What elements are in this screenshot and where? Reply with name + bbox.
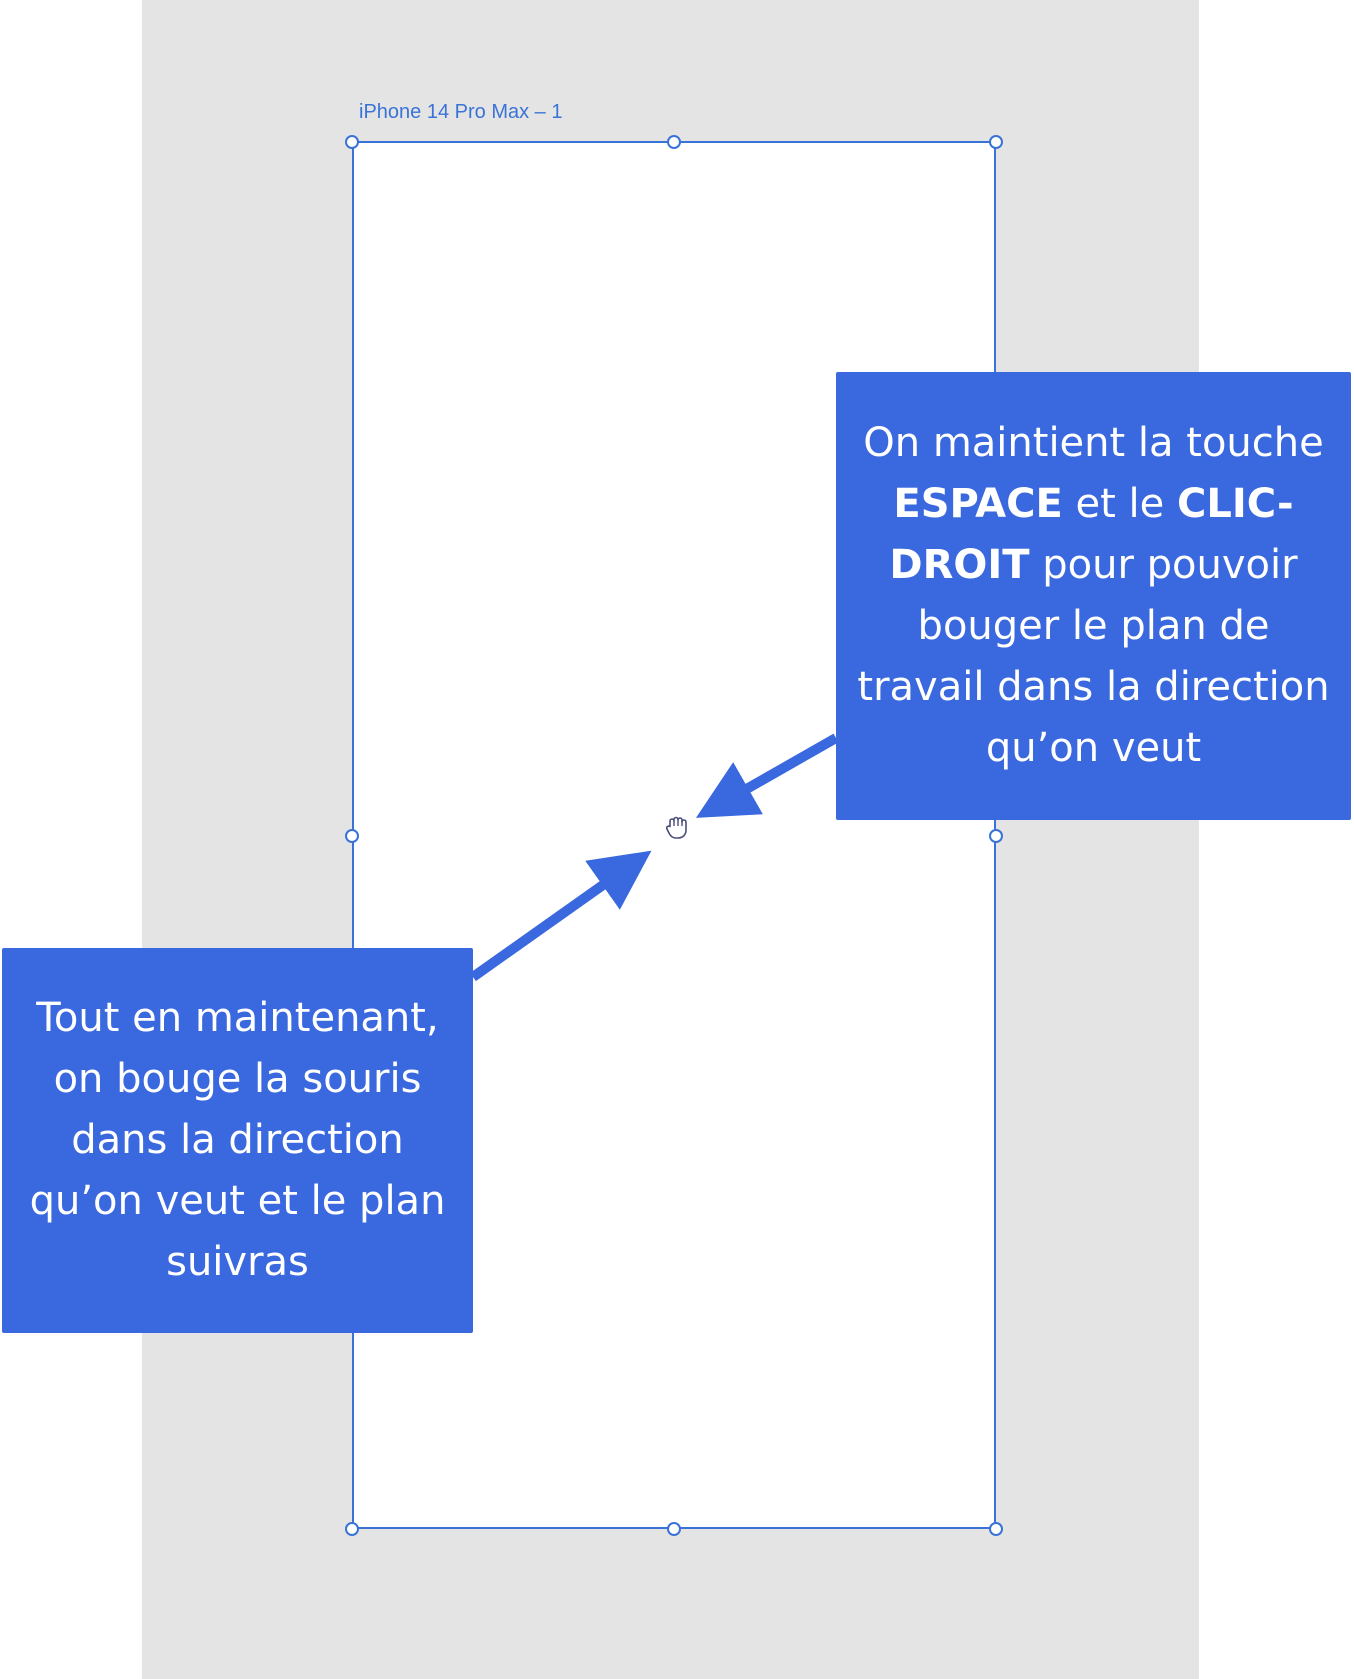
resize-handle-top-right[interactable]	[989, 135, 1003, 149]
artboard-label[interactable]: iPhone 14 Pro Max – 1	[359, 101, 563, 123]
callout-right-text-part1: On maintient la touche	[863, 420, 1324, 466]
callout-right-text: On maintient la touche ESPACE et le CLIC…	[854, 413, 1333, 779]
resize-handle-middle-left[interactable]	[345, 829, 359, 843]
resize-handle-bottom-center[interactable]	[667, 1522, 681, 1536]
callout-left-text: Tout en maintenant, on bouge la souris d…	[29, 995, 446, 1285]
resize-handle-bottom-right[interactable]	[989, 1522, 1003, 1536]
key-clic-droit-label: CLIC-DROIT	[889, 481, 1294, 588]
key-espace-label: ESPACE	[893, 481, 1063, 527]
resize-handle-bottom-left[interactable]	[345, 1522, 359, 1536]
hand-grab-icon	[665, 816, 687, 839]
resize-handle-middle-right[interactable]	[989, 829, 1003, 843]
resize-handle-top-left[interactable]	[345, 135, 359, 149]
instruction-callout-right: On maintient la touche ESPACE et le CLIC…	[836, 372, 1351, 820]
resize-handle-top-center[interactable]	[667, 135, 681, 149]
instruction-callout-left: Tout en maintenant, on bouge la souris d…	[2, 948, 473, 1333]
callout-right-text-part3: pour pouvoir bouger le plan de travail d…	[857, 542, 1330, 771]
callout-right-text-part2: et le	[1062, 481, 1177, 527]
